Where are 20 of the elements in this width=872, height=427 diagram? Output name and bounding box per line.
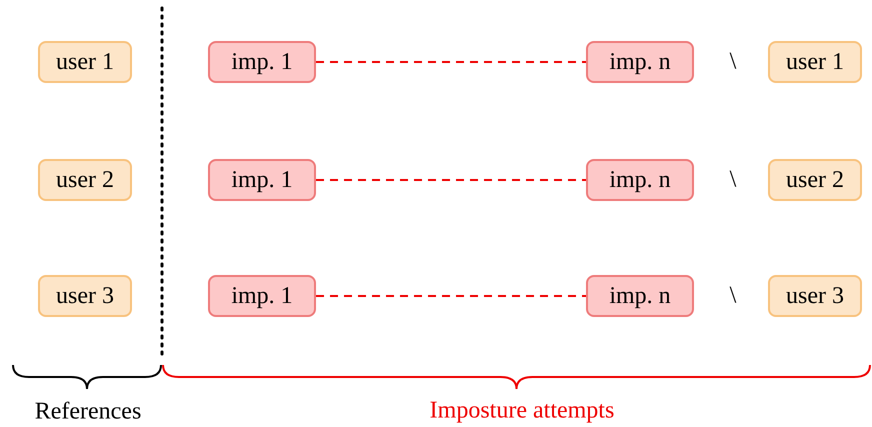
user-box: user 3 bbox=[768, 275, 862, 317]
impostor-box: imp. n bbox=[586, 41, 694, 83]
user-box: user 2 bbox=[38, 159, 132, 201]
set-minus-symbol: \ bbox=[730, 166, 736, 194]
set-minus-symbol: \ bbox=[730, 282, 736, 310]
user-box: user 1 bbox=[768, 41, 862, 83]
impostor-box: imp. 1 bbox=[208, 41, 316, 83]
user-box: user 2 bbox=[768, 159, 862, 201]
set-minus-symbol: \ bbox=[730, 48, 736, 76]
user-box: user 1 bbox=[38, 41, 132, 83]
dashed-line bbox=[316, 179, 586, 181]
group-label: Imposture attempts bbox=[430, 398, 614, 424]
impostor-box: imp. n bbox=[586, 159, 694, 201]
impostor-box: imp. n bbox=[586, 275, 694, 317]
dashed-line bbox=[316, 295, 586, 297]
dashed-line bbox=[316, 61, 586, 63]
user-box: user 3 bbox=[38, 275, 132, 317]
impostor-box: imp. 1 bbox=[208, 159, 316, 201]
impostor-box: imp. 1 bbox=[208, 275, 316, 317]
axis-label: References bbox=[34, 398, 142, 426]
